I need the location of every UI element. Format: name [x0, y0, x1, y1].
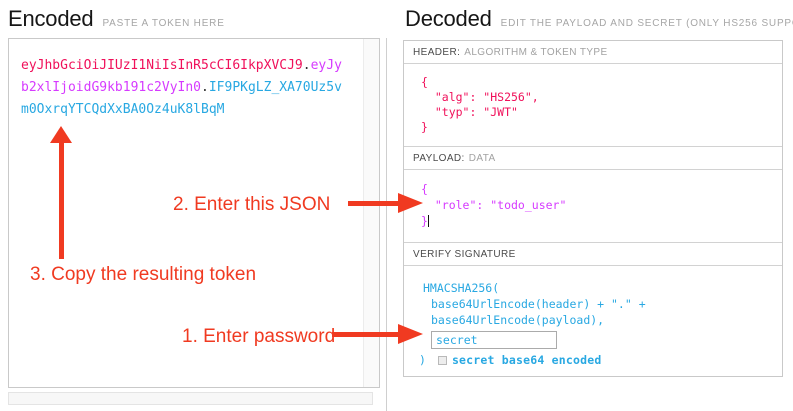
annotation-step2: 2. Enter this JSON	[173, 194, 331, 215]
encoded-header: Encoded PASTE A TOKEN HERE	[8, 6, 225, 32]
step1-arrow-right-icon	[398, 324, 423, 344]
close-paren: )	[419, 353, 426, 367]
signature-close-row: ) secret base64 encoded	[419, 352, 782, 368]
header-json-editor[interactable]: { "alg": "HS256", "typ": "JWT" }	[404, 64, 782, 147]
step2-arrow-right-icon	[398, 193, 423, 213]
signature-code-line: HMACSHA256(	[423, 281, 500, 295]
decoded-title: Decoded	[405, 6, 492, 31]
annotation-step3: 3. Copy the resulting token	[30, 264, 257, 285]
editor-horizontal-scrollbar[interactable]	[8, 392, 373, 405]
payload-section-bar: PAYLOAD: DATA	[404, 147, 782, 170]
token-dot-1: .	[302, 58, 311, 73]
payload-json-line: }	[421, 214, 429, 228]
annotation-step1: 1. Enter password	[182, 326, 336, 347]
step3-arrow-shaft	[59, 142, 64, 259]
header-section-label: HEADER:	[413, 46, 461, 58]
payload-json-editor[interactable]: { "role": "todo_user" }	[404, 170, 782, 243]
column-divider	[386, 38, 387, 411]
verify-signature-label: VERIFY SIGNATURE	[413, 248, 516, 260]
payload-json-line: {	[421, 182, 428, 196]
step1-arrow-shaft	[332, 332, 398, 337]
payload-section-label: PAYLOAD:	[413, 152, 465, 164]
step3-arrow-up-icon	[50, 126, 72, 143]
verify-signature-bar: VERIFY SIGNATURE	[404, 243, 782, 266]
header-json-line: "alg": "HS256",	[421, 90, 539, 104]
decoded-header: Decoded EDIT THE PAYLOAD AND SECRET (ONL…	[405, 6, 793, 32]
editor-vertical-scrollbar[interactable]	[363, 39, 379, 387]
header-section-bar: HEADER: ALGORITHM & TOKEN TYPE	[404, 41, 782, 64]
signature-code-line: base64UrlEncode(payload),	[431, 313, 605, 327]
secret-input[interactable]	[431, 331, 557, 349]
signature-editor: HMACSHA256( base64UrlEncode(header) + ".…	[404, 266, 782, 376]
signature-code-line: base64UrlEncode(header) + "." +	[431, 297, 646, 311]
payload-json-line: "role": "todo_user"	[421, 198, 567, 212]
payload-section-sublabel: DATA	[468, 152, 496, 164]
encoded-title: Encoded	[8, 6, 94, 31]
secret-base64-label[interactable]: secret base64 encoded	[451, 353, 602, 367]
header-json-line: {	[421, 75, 428, 89]
header-json-line: "typ": "JWT"	[421, 105, 518, 119]
header-section-sublabel: ALGORITHM & TOKEN TYPE	[464, 46, 608, 58]
encoded-subtitle: PASTE A TOKEN HERE	[102, 18, 225, 29]
header-json-line: }	[421, 120, 428, 134]
token-signature-segment: IF9PKgLZ_XA70Uz5vm0OxrqYTCQdXxBA0Oz4uK8l…	[21, 80, 342, 117]
decoded-subtitle: EDIT THE PAYLOAD AND SECRET (ONLY HS256 …	[500, 18, 793, 29]
encoded-token-editor[interactable]: eyJhbGciOiJIUzI1NiIsInR5cCI6IkpXVCJ9.eyJ…	[8, 38, 380, 388]
token-header-segment: eyJhbGciOiJIUzI1NiIsInR5cCI6IkpXVCJ9	[21, 58, 303, 73]
step2-arrow-shaft	[348, 201, 400, 206]
text-cursor	[427, 215, 429, 227]
secret-base64-checkbox[interactable]	[437, 355, 447, 365]
token-payload-segment: eyJyb2xlIjoidG9kb191c2VyIn0	[21, 58, 342, 95]
decoded-panel: HEADER: ALGORITHM & TOKEN TYPE { "alg": …	[403, 40, 783, 377]
token-dot-2: .	[201, 80, 209, 95]
jwt-token-text[interactable]: eyJhbGciOiJIUzI1NiIsInR5cCI6IkpXVCJ9.eyJ…	[21, 55, 344, 121]
